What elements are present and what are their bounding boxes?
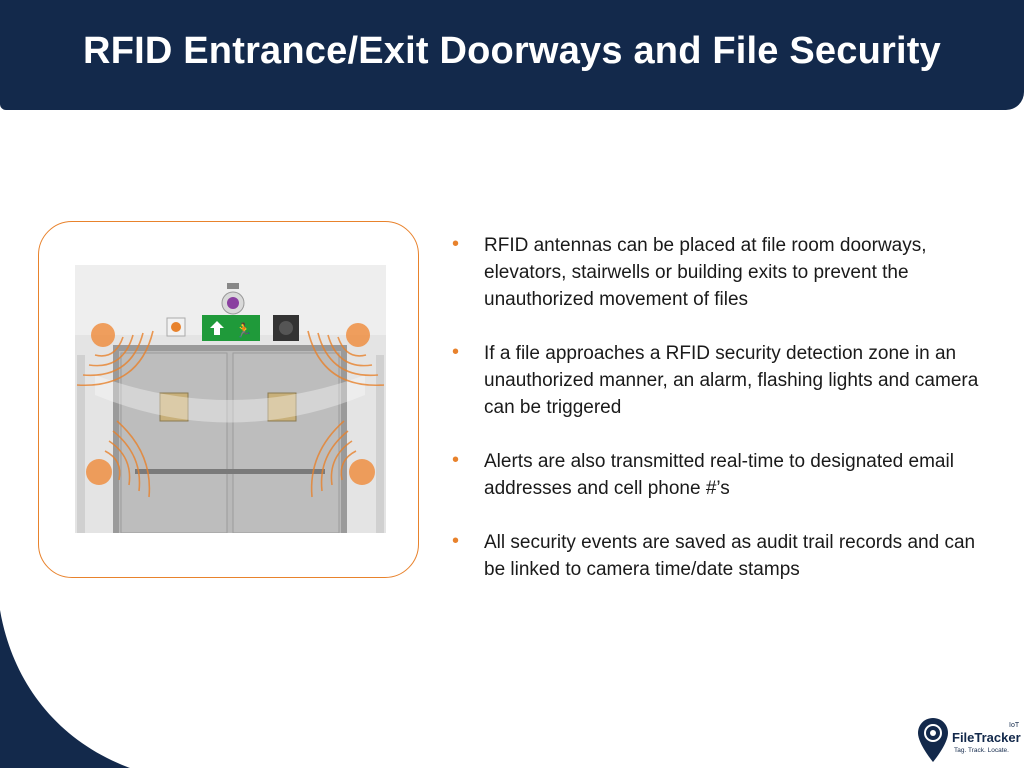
filetracker-logo: FileTracker IoT Tag. Track. Locate. [916, 716, 1024, 766]
exit-sign-icon: 🏃 [202, 315, 260, 341]
bullet-marker: • [452, 530, 460, 552]
title-bar: RFID Entrance/Exit Doorways and File Sec… [0, 0, 1024, 110]
rfid-antenna-icon [76, 323, 385, 498]
rfid-doorway-illustration: 🏃 [75, 265, 386, 533]
list-item: • If a file approaches a RFID security d… [450, 340, 990, 421]
image-frame [38, 221, 419, 578]
bullet-text: If a file approaches a RFID security det… [484, 343, 979, 418]
slide-title: RFID Entrance/Exit Doorways and File Sec… [83, 30, 941, 72]
logo-name: FileTracker [952, 730, 1021, 745]
svg-text:🏃: 🏃 [235, 322, 252, 339]
camera-icon [221, 283, 245, 315]
bullet-marker: • [452, 449, 460, 471]
bullet-text: Alerts are also transmitted real-time to… [484, 451, 954, 499]
corner-swoosh-decoration [0, 610, 130, 768]
list-item: • Alerts are also transmitted real-time … [450, 448, 990, 502]
bullet-marker: • [452, 233, 460, 255]
location-pin-icon [918, 718, 948, 762]
bullet-marker: • [452, 341, 460, 363]
bullet-text: RFID antennas can be placed at file room… [484, 235, 927, 310]
logo-superscript: IoT [1009, 722, 1020, 729]
list-item: • All security events are saved as audit… [450, 529, 990, 583]
logo-tagline: Tag. Track. Locate. [954, 747, 1009, 754]
bullet-list: • RFID antennas can be placed at file ro… [450, 232, 990, 610]
alarm-light-icon [166, 317, 186, 337]
list-item: • RFID antennas can be placed at file ro… [450, 232, 990, 313]
bullet-text: All security events are saved as audit t… [484, 532, 976, 580]
